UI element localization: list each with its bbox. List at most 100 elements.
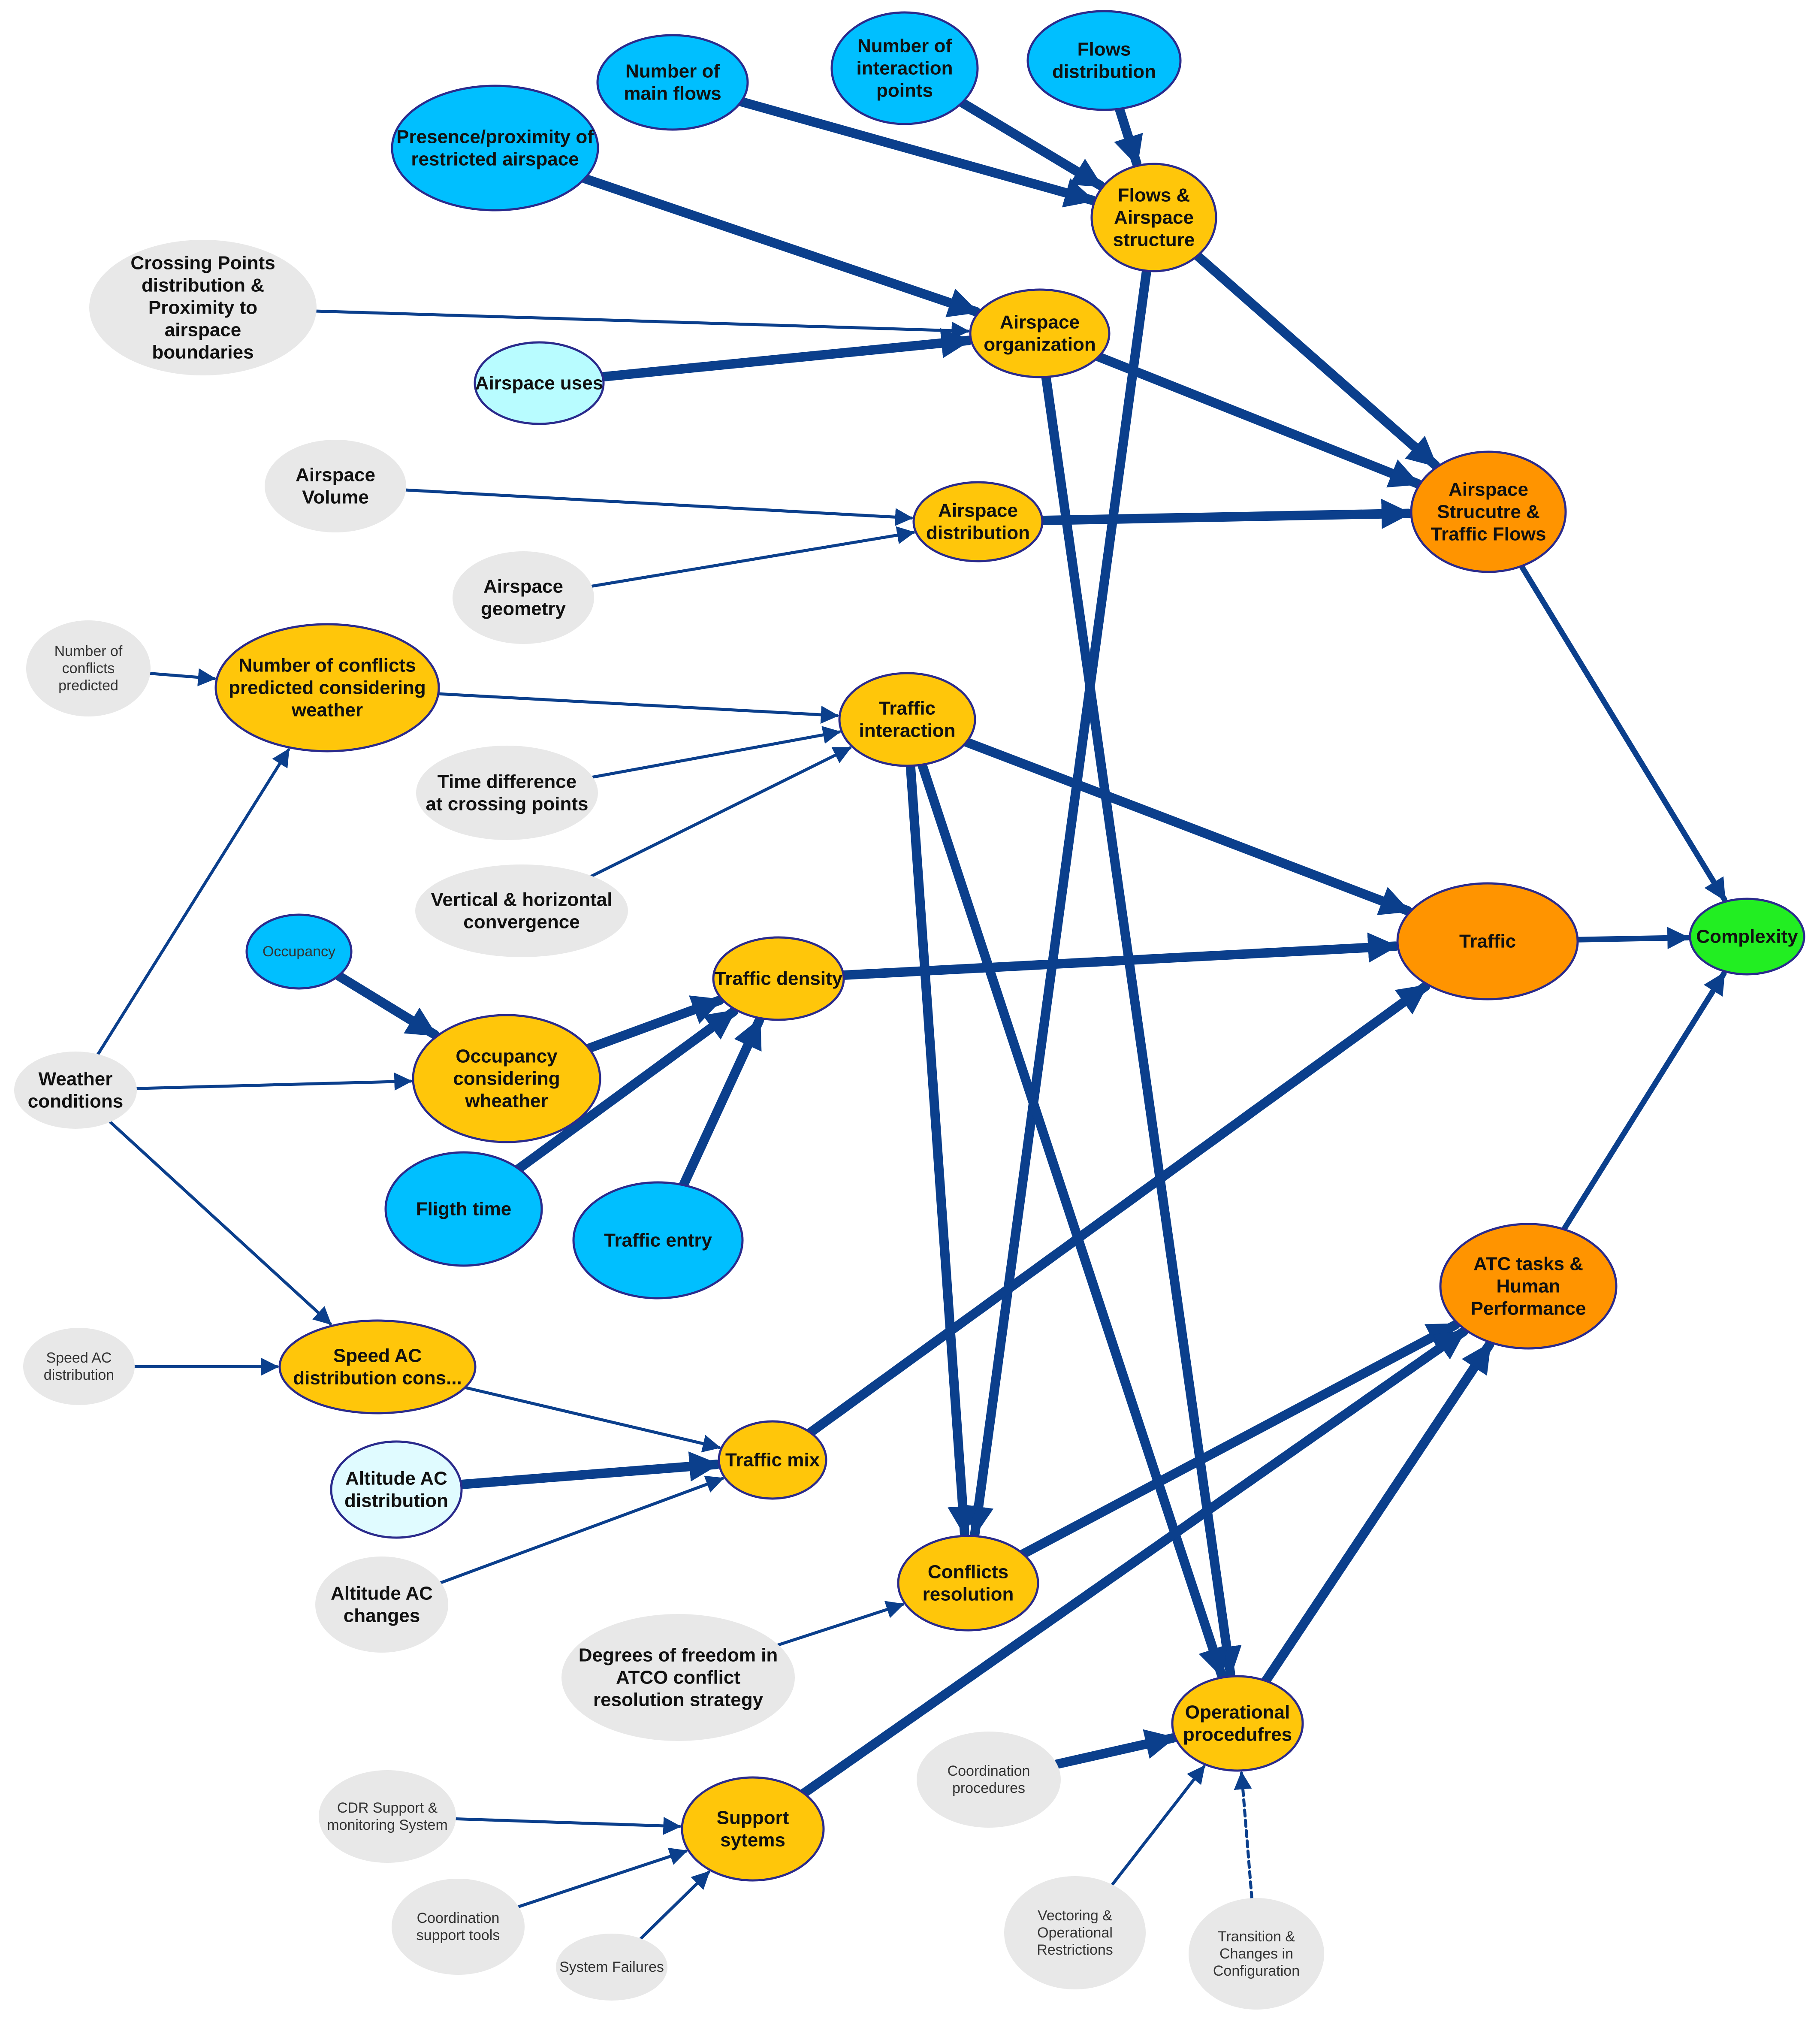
node-label: Airspace uses [475,373,603,394]
node-label: Coordination [948,1763,1030,1779]
node-label: Changes in [1219,1946,1293,1962]
edge-airspace-volume-to-airspace-distribution [404,488,913,526]
node-label: Restrictions [1037,1942,1113,1958]
node-label: Traffic mix [725,1450,820,1471]
node-shape [453,551,594,644]
node-shape [245,913,353,990]
node-label: Vertical & horizontal [431,889,613,910]
node-shape [1189,1898,1324,2010]
node-label: Occupancy [263,943,335,960]
node-label: Traffic entry [604,1230,712,1251]
node-label: Number of [625,61,720,82]
node-system-failures: System Failures [556,1934,667,2001]
node-shape [596,34,749,131]
edge-operational-procedures-to-atc-tasks [1261,1340,1494,1686]
node-label: airspace [165,319,241,340]
node-shape [838,672,976,767]
node-label: Vectoring & [1038,1907,1112,1924]
node-complexity: Complexity [1689,898,1805,976]
node-label: distribution [344,1490,448,1511]
node-shape [1689,898,1805,976]
node-label: ATC tasks & [1473,1254,1583,1275]
node-label: distribution & [142,275,264,296]
node-label: Number of [54,643,123,659]
node-shape [278,1319,477,1414]
node-label: structure [1113,229,1195,250]
node-label: distribution [926,522,1030,543]
node-label: Conflicts [928,1562,1008,1583]
node-traffic: Traffic [1396,882,1579,1000]
edge-airspace-geometry-to-airspace-distribution [590,526,915,588]
node-label: interaction [857,58,953,79]
node-label: Coordination [417,1910,500,1926]
node-occupancy: Occupancy [245,913,353,990]
node-label: CDR Support & [337,1800,438,1816]
edge-vectoring-to-operational-procedures [1111,1765,1206,1886]
node-label: weather [291,699,363,720]
edge-flows-airspace-structure-to-conflicts-resolution [963,266,1152,1538]
edge-num-interaction-points-to-flows-airspace-structure [957,98,1105,190]
node-label: procedures [952,1780,1025,1796]
node-shape [214,623,440,753]
node-shape [556,1934,667,2001]
node-label: Transition & [1218,1928,1295,1945]
edge-altitude-ac-changes-to-traffic-mix [439,1475,724,1584]
edge-weather-conditions-to-occupancy-weather [135,1073,413,1091]
node-label: conditions [28,1091,123,1112]
edge-altitude-ac-distribution-to-traffic-mix [456,1451,721,1490]
node-shape [415,864,628,957]
edge-conflicts-resolution-to-atc-tasks [1018,1320,1461,1559]
node-shape [89,240,317,375]
node-label: boundaries [152,342,254,363]
node-label: predicted [58,677,118,694]
node-shape [1439,1223,1618,1350]
node-label: Number of conflicts [238,655,416,676]
node-shape [912,481,1044,562]
node-label: Airspace [1114,207,1194,228]
node-label: Complexity [1696,926,1798,947]
node-shape [1090,163,1217,272]
node-label: Support [717,1807,789,1829]
node-shape [315,1557,448,1653]
node-label: Degrees of freedom in [579,1645,778,1666]
node-shape [384,1151,543,1267]
edge-traffic-entry-to-traffic-density [679,1016,764,1190]
edge-time-difference-to-traffic-interaction [591,726,841,779]
node-label: Flows [1078,39,1131,60]
edge-flows-distribution-to-flows-airspace-structure [1114,104,1143,168]
node-label: Airspace [296,465,375,486]
node-label: predicted considering [229,677,426,698]
node-shape [330,1440,463,1539]
node-traffic-entry: Traffic entry [572,1181,744,1300]
node-traffic-mix: Traffic mix [718,1420,827,1500]
node-label: distribution cons... [293,1367,462,1388]
node-shape [969,288,1111,378]
node-shape [681,1776,825,1882]
node-label: Speed AC [46,1350,112,1366]
node-traffic-density: Traffic density [712,936,845,1021]
node-label: Traffic [879,698,936,719]
node-label: System Failures [559,1959,664,1975]
node-label: resolution [923,1584,1014,1605]
node-label: geometry [481,598,566,619]
edge-presence-restricted-to-airspace-organization [580,174,981,317]
edge-system-failures-to-support-systems [639,1871,710,1940]
node-shape [265,440,406,532]
edge-degrees-freedom-to-conflicts-resolution [776,1601,905,1647]
